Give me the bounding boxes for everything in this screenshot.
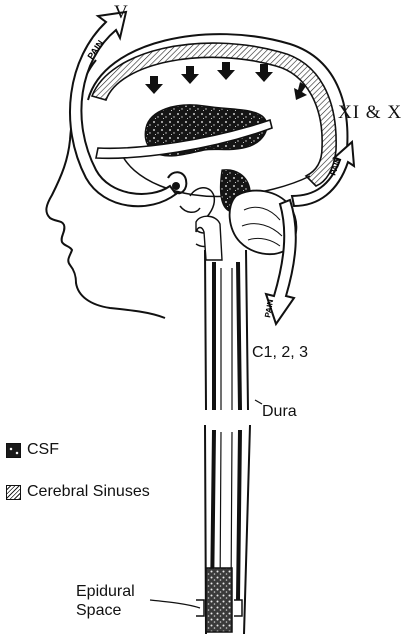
legend-csf: CSF	[6, 440, 59, 460]
epidural-pointer	[150, 600, 200, 608]
sinus-swatch	[6, 485, 21, 500]
legend-sinus-label: Cerebral Sinuses	[27, 483, 150, 501]
label-nerve-xi-x: XI & X	[338, 104, 402, 122]
label-dura: Dura	[262, 403, 297, 421]
brain-inner-curve	[120, 150, 310, 197]
label-epidural-line1: Epidural	[76, 582, 135, 601]
vessel-loop	[196, 216, 222, 260]
label-cervical: C1, 2, 3	[252, 344, 308, 362]
label-epidural-space: Epidural Space	[76, 582, 135, 620]
csf-swatch	[6, 443, 21, 458]
dura-pointer	[255, 400, 262, 404]
legend-csf-label: CSF	[27, 441, 59, 459]
epidural-fill	[206, 568, 232, 632]
label-nerve-v: V	[114, 4, 129, 22]
legend-sinus: Cerebral Sinuses	[6, 482, 150, 502]
label-epidural-line2: Space	[76, 601, 135, 620]
